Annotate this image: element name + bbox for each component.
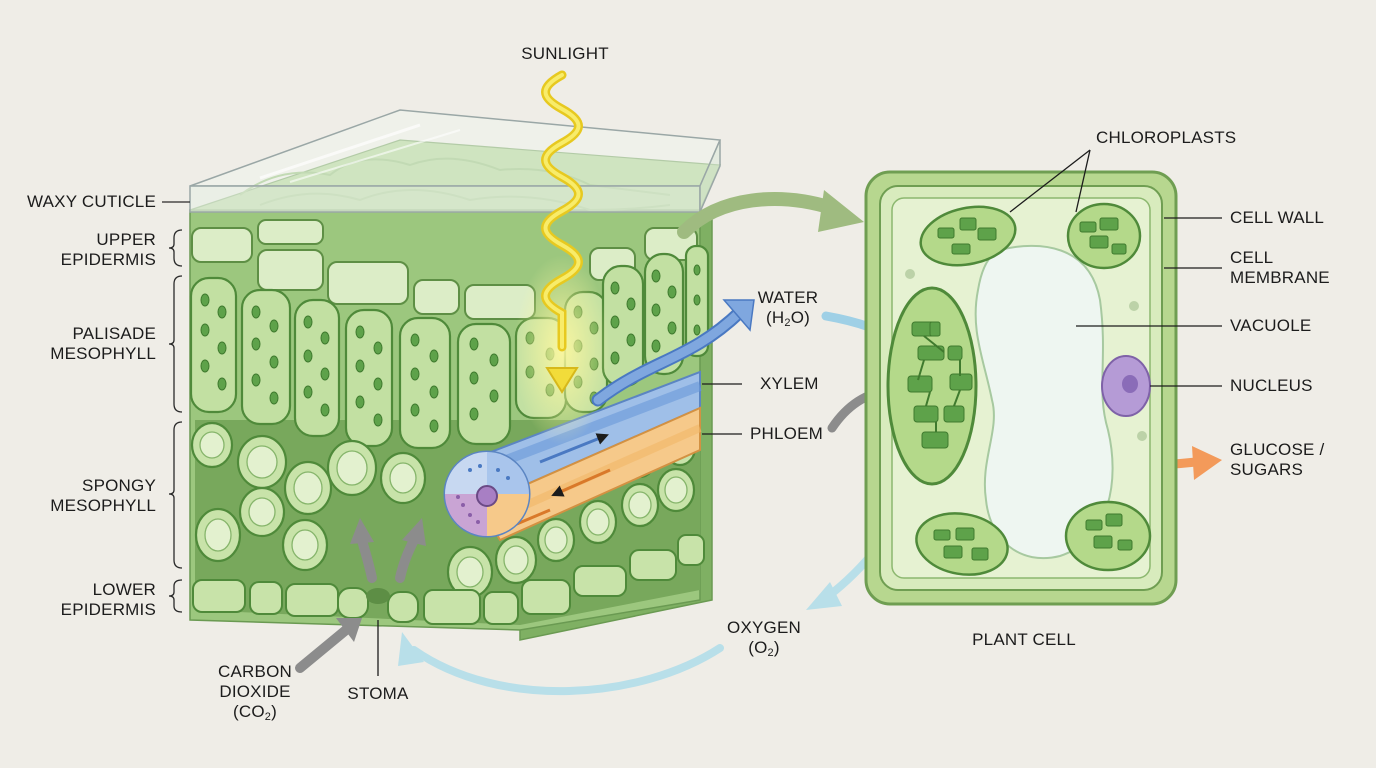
water-label: WATER (H2O) <box>748 288 828 329</box>
chloroplast-top-left <box>919 205 1017 267</box>
chloroplasts-label: CHLOROPLASTS <box>1096 128 1237 147</box>
cell-membrane-label: CELL MEMBRANE <box>1230 248 1330 288</box>
co2-formula: (CO2) <box>233 702 277 723</box>
lower-epidermis-line-1: LOWER <box>92 580 156 599</box>
plant-cell <box>864 170 1178 606</box>
leader-lines <box>377 149 1222 676</box>
spongy-mesophyll-label: SPONGY MESOPHYLL <box>10 476 156 516</box>
stoma-label: STOMA <box>347 684 409 703</box>
oxygen-to-stoma-arrow <box>398 632 724 696</box>
palisade-line-2: MESOPHYLL <box>50 344 156 363</box>
water-formula: (H2O) <box>766 308 810 329</box>
phloem-label: PHLOEM <box>750 424 823 443</box>
chloroplast-bottom-right <box>1064 500 1152 572</box>
plant-cell-label: PLANT CELL <box>972 630 1076 649</box>
nucleus-label: NUCLEUS <box>1230 376 1313 395</box>
co2-line-1: CARBON <box>218 662 292 681</box>
waxy-cuticle-label: WAXY CUTICLE <box>27 192 156 211</box>
vacuole <box>974 244 1114 560</box>
chloroplast-bottom-left <box>915 512 1009 576</box>
vacuole-label: VACUOLE <box>1230 316 1312 335</box>
cell-wall-label: CELL WALL <box>1230 208 1325 227</box>
spongy-line-1: SPONGY <box>82 476 156 495</box>
sunlight-label: SUNLIGHT <box>521 44 609 63</box>
lower-epidermis-cells <box>192 534 705 625</box>
cell-membrane-line-1: CELL <box>1230 248 1274 267</box>
glucose-line-2: SUGARS <box>1230 460 1303 479</box>
glucose-label: GLUCOSE / SUGARS <box>1230 440 1324 480</box>
upper-epidermis-line-1: UPPER <box>96 230 156 249</box>
waxy-cuticle-layer <box>189 109 722 213</box>
water-line-1: WATER <box>757 288 819 307</box>
co2-line-2: DIOXIDE <box>219 682 291 701</box>
oxygen-label: OXYGEN (O2) <box>718 618 810 659</box>
oxygen-formula: (O2) <box>748 638 780 659</box>
glucose-line-1: GLUCOSE / <box>1230 440 1325 459</box>
palisade-line-1: PALISADE <box>72 324 156 343</box>
co2-arrows <box>295 518 426 673</box>
upper-epidermis-line-2: EPIDERMIS <box>60 250 156 269</box>
lower-epidermis-label: LOWER EPIDERMIS <box>10 580 156 620</box>
upper-epidermis-cells <box>191 219 698 320</box>
palisade-mesophyll-label: PALISADE MESOPHYLL <box>10 324 156 364</box>
vascular-bundle-section <box>443 450 531 538</box>
chloroplast-top-right <box>1066 202 1142 270</box>
layer-brackets <box>162 201 190 613</box>
central-chloroplast <box>886 286 978 486</box>
carbon-dioxide-label: CARBON DIOXIDE (CO2) <box>205 662 305 723</box>
spongy-line-2: MESOPHYLL <box>50 496 156 515</box>
spongy-cell-nuclei <box>199 431 688 588</box>
sunlight-ray <box>514 70 610 445</box>
cell-membrane-line-2: MEMBRANE <box>1230 268 1330 287</box>
lower-epidermis-line-2: EPIDERMIS <box>60 600 156 619</box>
oxygen-line-1: OXYGEN <box>727 618 801 637</box>
leaf-to-cell-arrow <box>677 190 864 239</box>
xylem-water-arrow <box>591 299 755 407</box>
stoma-opening <box>366 588 390 604</box>
upper-epidermis-label: UPPER EPIDERMIS <box>10 230 156 270</box>
xylem-label: XYLEM <box>760 374 819 393</box>
